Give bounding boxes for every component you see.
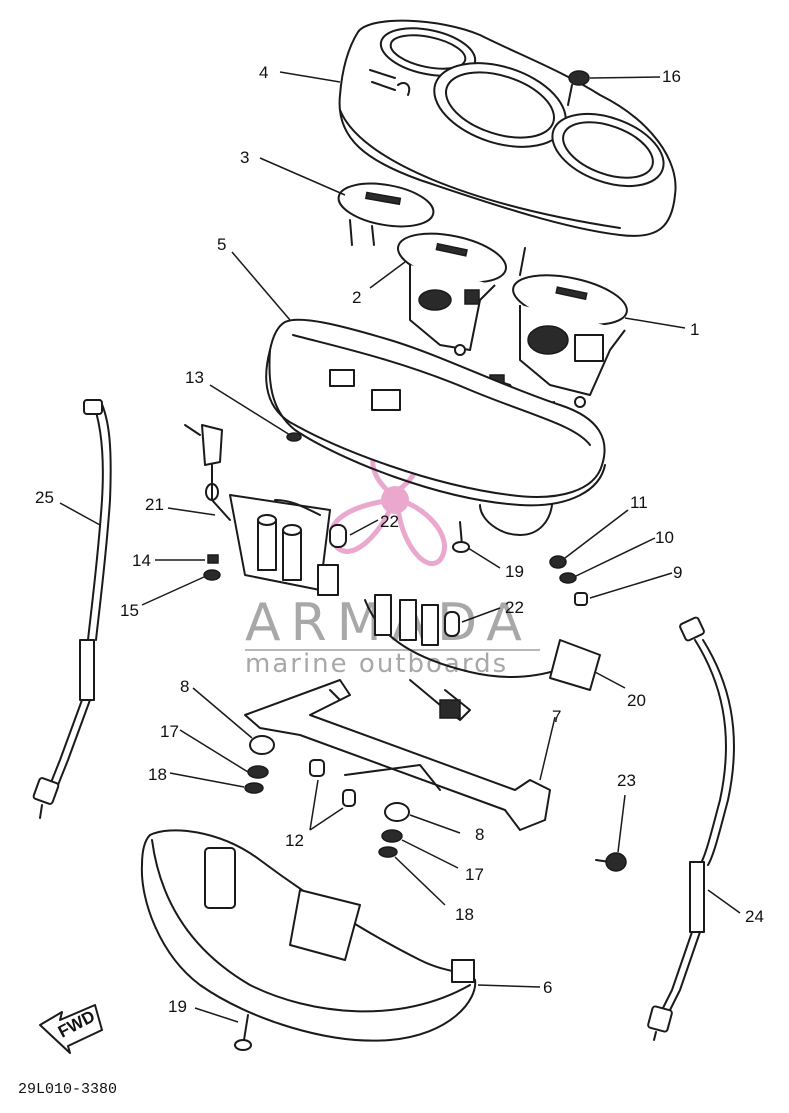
meter-housing	[265, 318, 606, 536]
callout-18b: 18	[455, 905, 474, 924]
callout-14: 14	[132, 551, 151, 570]
screw-upper	[452, 521, 470, 553]
collars	[309, 759, 356, 807]
callout-6: 6	[543, 978, 552, 997]
callout-5: 5	[217, 235, 226, 254]
damper-left	[244, 735, 275, 794]
callout-18a: 18	[148, 765, 167, 784]
socket-wiring-assembly	[184, 424, 339, 596]
screw-lower	[234, 1014, 252, 1051]
tachometer-cable	[647, 616, 735, 1041]
indicator-cap	[567, 70, 590, 106]
wire-harness	[364, 594, 601, 721]
callout-1: 1	[690, 320, 699, 339]
callout-22a: 22	[380, 512, 399, 531]
leader-lines	[59, 71, 741, 1023]
callout-3: 3	[240, 148, 249, 167]
callout-7: 7	[552, 707, 561, 726]
callout-21: 21	[145, 495, 164, 514]
callout-8a: 8	[180, 677, 189, 696]
callout-20: 20	[627, 691, 646, 710]
indicator-plate	[337, 182, 435, 246]
callout-16: 16	[662, 67, 681, 86]
callout-13: 13	[185, 368, 204, 387]
callout-19b: 19	[168, 997, 187, 1016]
callout-22b: 22	[505, 598, 524, 617]
figure-code: 29L010-3380	[18, 1081, 117, 1098]
callout-23: 23	[617, 771, 636, 790]
callout-15: 15	[120, 601, 139, 620]
washer-left	[203, 554, 221, 581]
grommet-small	[286, 432, 302, 442]
lower-cover	[140, 829, 477, 1042]
meter-cover	[338, 19, 677, 237]
forward-direction-arrow: FWD	[39, 1004, 103, 1054]
bulb-upper	[329, 524, 347, 548]
watermark-tagline: marine outboards	[245, 649, 508, 679]
callout-17a: 17	[160, 722, 179, 741]
callout-9: 9	[673, 563, 682, 582]
callout-19a: 19	[505, 562, 524, 581]
speedometer-gauge	[397, 232, 526, 356]
damper-right	[378, 802, 410, 858]
callout-11: 11	[630, 493, 648, 512]
callout-17b: 17	[465, 865, 484, 884]
meter-bracket	[244, 679, 551, 831]
speedometer-cable	[32, 399, 112, 819]
callout-8b: 8	[475, 825, 484, 844]
nut-washer-stack	[549, 555, 588, 606]
callout-12: 12	[285, 831, 304, 850]
mounting-bolt	[595, 852, 627, 872]
callout-24: 24	[745, 907, 764, 926]
callout-labels: 1 2 3 4 5 6 7 8 8 9 10 11 12 13 14 15 16…	[35, 63, 764, 1016]
callout-4: 4	[259, 63, 268, 82]
callout-2: 2	[352, 288, 361, 307]
callout-10: 10	[655, 528, 674, 547]
callout-25: 25	[35, 488, 54, 507]
